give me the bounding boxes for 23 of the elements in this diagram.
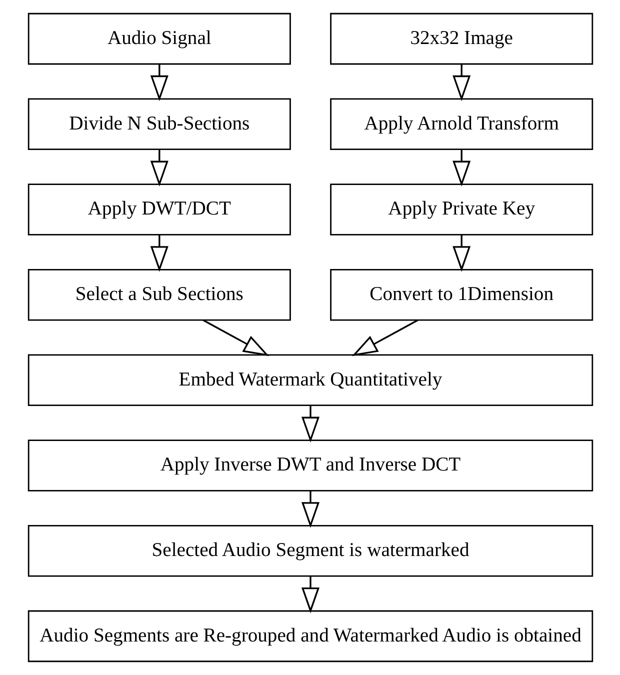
node-box: Embed Watermark Quantitatively	[27, 354, 593, 406]
arrow	[452, 234, 470, 272]
arrow	[351, 319, 418, 356]
arrow	[150, 234, 168, 272]
node-box: Audio Signal	[27, 12, 290, 65]
node-box: Divide N Sub-Sections	[27, 98, 290, 150]
node-box: Select a Sub Sections	[27, 268, 290, 321]
node-box: Apply Private Key	[330, 184, 593, 236]
arrow	[202, 319, 269, 356]
node-box: Apply DWT/DCT	[27, 184, 290, 236]
node-box: Selected Audio Segment is watermarked	[27, 524, 593, 577]
node-box: Convert to 1Dimension	[330, 268, 593, 321]
arrow	[300, 490, 320, 528]
arrow	[452, 149, 470, 187]
node-box: Apply Arnold Transform	[330, 98, 593, 150]
node-box: Apply Inverse DWT and Inverse DCT	[27, 440, 593, 492]
arrow	[452, 64, 470, 102]
arrow	[300, 576, 320, 614]
node-box: 32x32 Image	[330, 12, 593, 65]
node-box: Audio Segments are Re-grouped and Watermarked Audio is obtained	[27, 610, 593, 662]
arrow	[150, 149, 168, 187]
arrow	[300, 405, 320, 443]
arrow	[150, 64, 168, 102]
